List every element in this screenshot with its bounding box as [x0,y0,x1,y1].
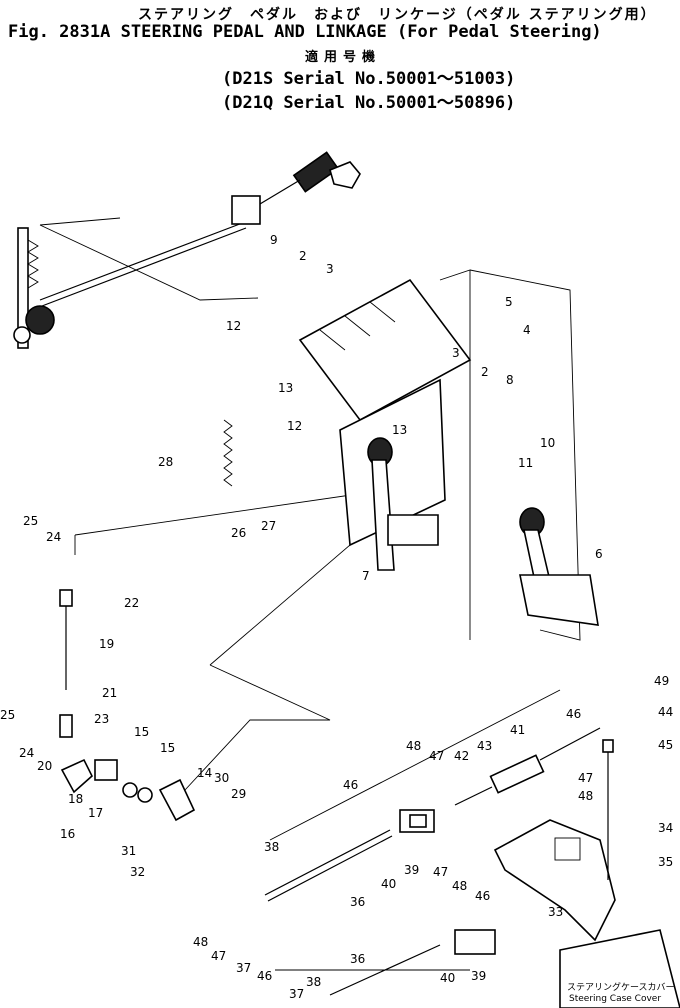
callout-46: 46 [475,889,490,903]
rod-45 [602,739,614,880]
return-spring [223,419,233,487]
english-title: STEERING PEDAL AND LINKAGE [120,22,387,42]
lower-shaft-36 [264,809,435,902]
callout-17: 17 [88,806,103,820]
bottom-inset-shaft [275,929,496,996]
callout-47: 47 [211,949,226,963]
callout-8: 8 [506,373,514,387]
callout-48: 48 [406,739,421,753]
pedal-support-bracket [298,269,581,641]
callout-31: 31 [121,844,136,858]
callout-27: 27 [261,519,276,533]
callout-37: 37 [289,987,304,1001]
callout-13: 13 [278,381,293,395]
callout-32: 32 [130,865,145,879]
left-arm-assembly [13,227,55,349]
callout-46: 46 [257,969,272,983]
callout-20: 20 [37,759,52,773]
callout-15: 15 [160,741,175,755]
callout-34: 34 [658,821,673,835]
lever-18 [60,758,196,822]
callout-9: 9 [270,233,278,247]
callout-26: 26 [231,526,246,540]
callout-46: 46 [566,707,581,721]
lower-cylinder-41 [454,727,601,806]
japanese-title: ステアリング ペダル および リンケージ（ペダル ステアリング用） [138,7,657,23]
callout-41: 41 [510,723,525,737]
callout-40: 40 [440,971,455,985]
callout-40: 40 [381,877,396,891]
callout-5: 5 [505,295,513,309]
callout-33: 33 [548,905,563,919]
callout-35: 35 [658,855,673,869]
callout-10: 10 [540,436,555,450]
callout-18: 18 [68,792,83,806]
callout-42: 42 [454,749,469,763]
serial-range-d21q: (D21Q Serial No.50001～50896) [222,93,516,113]
callout-2: 2 [299,249,307,263]
callout-16: 16 [60,827,75,841]
applicable-models-label: 適用号機 [305,50,382,65]
callout-24: 24 [19,746,34,760]
callout-43: 43 [477,739,492,753]
callout-45: 45 [658,738,673,752]
callout-25: 25 [23,514,38,528]
callout-25: 25 [0,708,15,722]
cover-label-en: Steering Case Cover [569,994,661,1004]
callout-47: 47 [578,771,593,785]
callout-4: 4 [523,323,531,337]
callout-13: 13 [392,423,407,437]
figure-number: Fig. 2831A [8,22,111,42]
steering-case-cover: ステアリングケースカバー Steering Case Cover [559,929,680,1008]
callout-44: 44 [658,705,673,719]
callout-11: 11 [518,456,533,470]
callout-46: 46 [343,778,358,792]
callout-6: 6 [595,547,603,561]
callout-39: 39 [404,863,419,877]
callout-48: 48 [578,789,593,803]
callout-12: 12 [226,319,241,333]
callout-39: 39 [471,969,486,983]
right-pedal [519,507,599,626]
callout-21: 21 [102,686,117,700]
callout-24: 24 [46,530,61,544]
callout-48: 48 [193,935,208,949]
callout-15: 15 [134,725,149,739]
callout-48: 48 [452,879,467,893]
callout-19: 19 [99,637,114,651]
left-pedal [367,437,439,571]
callout-3: 3 [452,346,460,360]
callout-30: 30 [214,771,229,785]
callout-28: 28 [158,455,173,469]
callout-38: 38 [264,840,279,854]
serial-range-d21s: (D21S Serial No.50001～51003) [222,69,516,89]
callout-29: 29 [231,787,246,801]
upper-linkage-rod [39,151,361,307]
callout-2: 2 [481,365,489,379]
callout-38: 38 [306,975,321,989]
callout-36: 36 [350,895,365,909]
callout-49: 49 [654,674,669,688]
callout-12: 12 [287,419,302,433]
callout-23: 23 [94,712,109,726]
bracket-33 [493,819,616,942]
callout-3: 3 [326,262,334,276]
callout-47: 47 [429,749,444,763]
callout-37: 37 [236,961,251,975]
english-subtitle: (For Pedal Steering) [396,22,602,42]
callout-36: 36 [350,952,365,966]
figure-title-line: Fig. 2831A STEERING PEDAL AND LINKAGE (F… [8,22,602,42]
cover-label-jp: ステアリングケースカバー [567,981,675,993]
callout-22: 22 [124,596,139,610]
vertical-rod-19 [59,589,73,738]
callout-7: 7 [362,569,370,583]
callout-14: 14 [197,766,212,780]
callout-47: 47 [433,865,448,879]
